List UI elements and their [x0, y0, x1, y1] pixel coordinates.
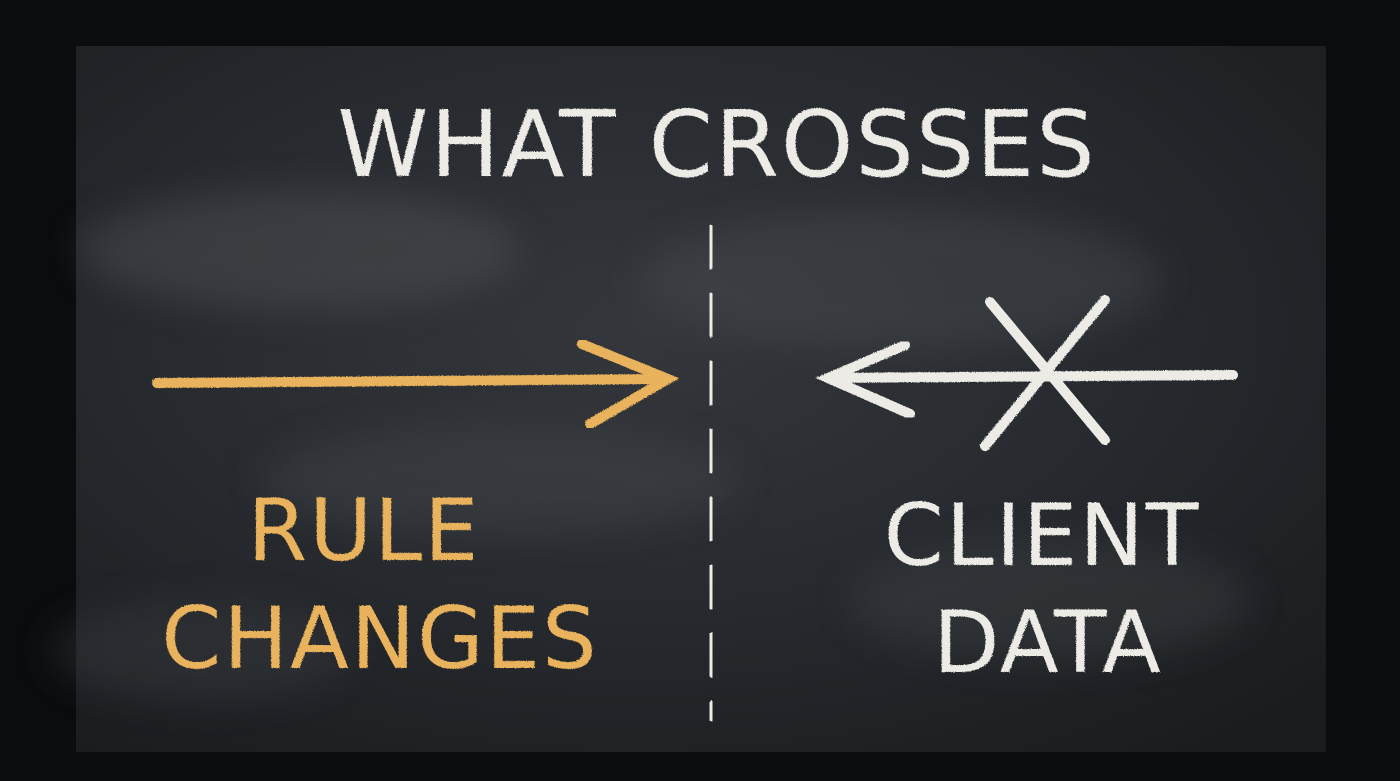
- left-label-line2: CHANGES: [161, 589, 598, 689]
- right-arrow-icon: [152, 339, 680, 429]
- dashed-divider: [706, 224, 716, 722]
- right-label-line1: CLIENT: [884, 486, 1201, 586]
- eraser-smudges: [50, 190, 1250, 700]
- x-mark-icon: [980, 295, 1110, 451]
- board-title: WHAT CROSSES: [337, 91, 1096, 198]
- left-label-line1: RULE: [248, 481, 481, 581]
- left-arrow-icon: [815, 340, 1238, 419]
- right-label-line2: DATA: [933, 593, 1163, 693]
